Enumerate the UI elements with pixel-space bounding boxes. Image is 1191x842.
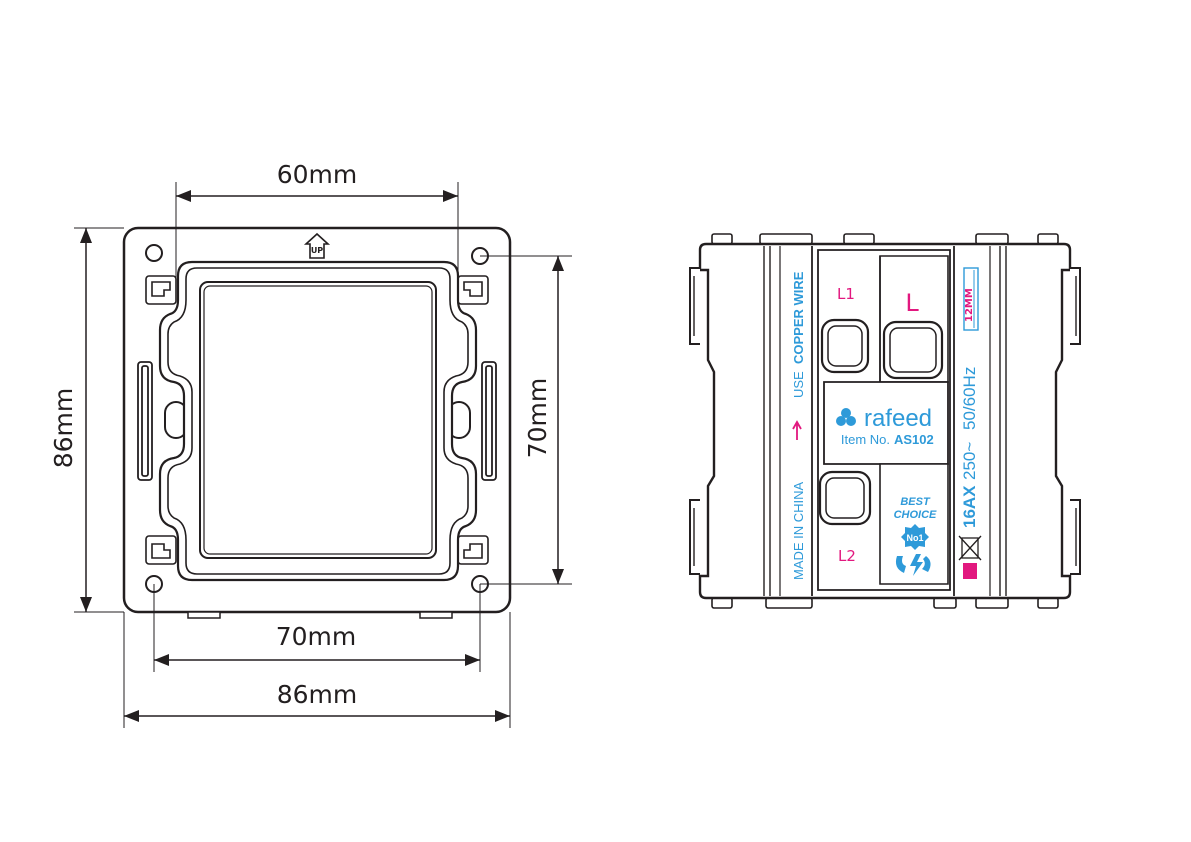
frame-clip xyxy=(145,275,489,565)
frame-inner-window-2 xyxy=(203,285,433,555)
frequency-rating: 50/60Hz xyxy=(960,367,979,430)
module-side-clip xyxy=(689,499,700,575)
item-number: AS102 xyxy=(894,432,934,447)
rafeed-logo-icon xyxy=(836,408,856,426)
frame-screw-hole xyxy=(145,244,163,262)
rating-line: 16AX 250~ xyxy=(960,442,979,528)
terminal-screw xyxy=(820,318,870,374)
item-number-prefix: Item No. xyxy=(841,432,890,447)
frame-inner-window xyxy=(199,281,437,559)
dimension-lines-left xyxy=(74,182,572,728)
current-rating: 16AX xyxy=(960,485,979,528)
frame-bottom-tab xyxy=(187,611,221,619)
label-copper-wire: COPPER WIRE xyxy=(791,271,806,364)
module-side-clip xyxy=(689,267,700,345)
weee-bin-icon xyxy=(958,535,982,579)
label-use: USE xyxy=(791,371,806,398)
badge-best: BEST xyxy=(900,496,931,508)
dim-top-width: 60mm xyxy=(277,160,358,189)
voltage-rating: 250~ xyxy=(960,442,979,480)
svg-text:UP: UP xyxy=(311,246,323,255)
module-side-clip xyxy=(1070,499,1081,575)
terminal-screw xyxy=(882,320,944,380)
frame-bottom-tab xyxy=(419,611,453,619)
badge-choice: CHOICE xyxy=(894,509,937,521)
strip-length-gauge: 12MM xyxy=(963,267,979,331)
dim-bottom-outer: 86mm xyxy=(277,680,358,709)
terminal-l1-label: L1 xyxy=(837,285,855,303)
module-labels: USE COPPER WIRE MADE IN CHINA L1 L L2 ra… xyxy=(791,267,982,580)
frame-inner-contour-2 xyxy=(167,267,469,575)
dim-bottom-inner: 70mm xyxy=(276,622,357,651)
module-side-clip xyxy=(1070,267,1081,345)
mounting-frame: UP xyxy=(122,226,512,619)
dim-left-height: 86mm xyxy=(49,388,78,469)
brand-name: rafeed xyxy=(864,405,932,432)
terminal-screw xyxy=(818,470,872,526)
terminal-l-label: L xyxy=(905,289,919,317)
strip-length-label: 12MM xyxy=(964,288,975,322)
quick-connect-icon xyxy=(895,554,931,576)
label-made-in-china: MADE IN CHINA xyxy=(791,481,806,580)
best-choice-badge-icon: No1 xyxy=(901,524,929,550)
badge-number: No1 xyxy=(906,533,923,543)
frame-side-slot xyxy=(137,361,497,481)
up-arrow-icon: UP xyxy=(303,232,331,259)
dim-right-height: 70mm xyxy=(523,378,552,459)
terminal-l2-label: L2 xyxy=(838,547,856,565)
switch-module xyxy=(689,233,1081,609)
arrow-up-icon xyxy=(792,420,802,440)
